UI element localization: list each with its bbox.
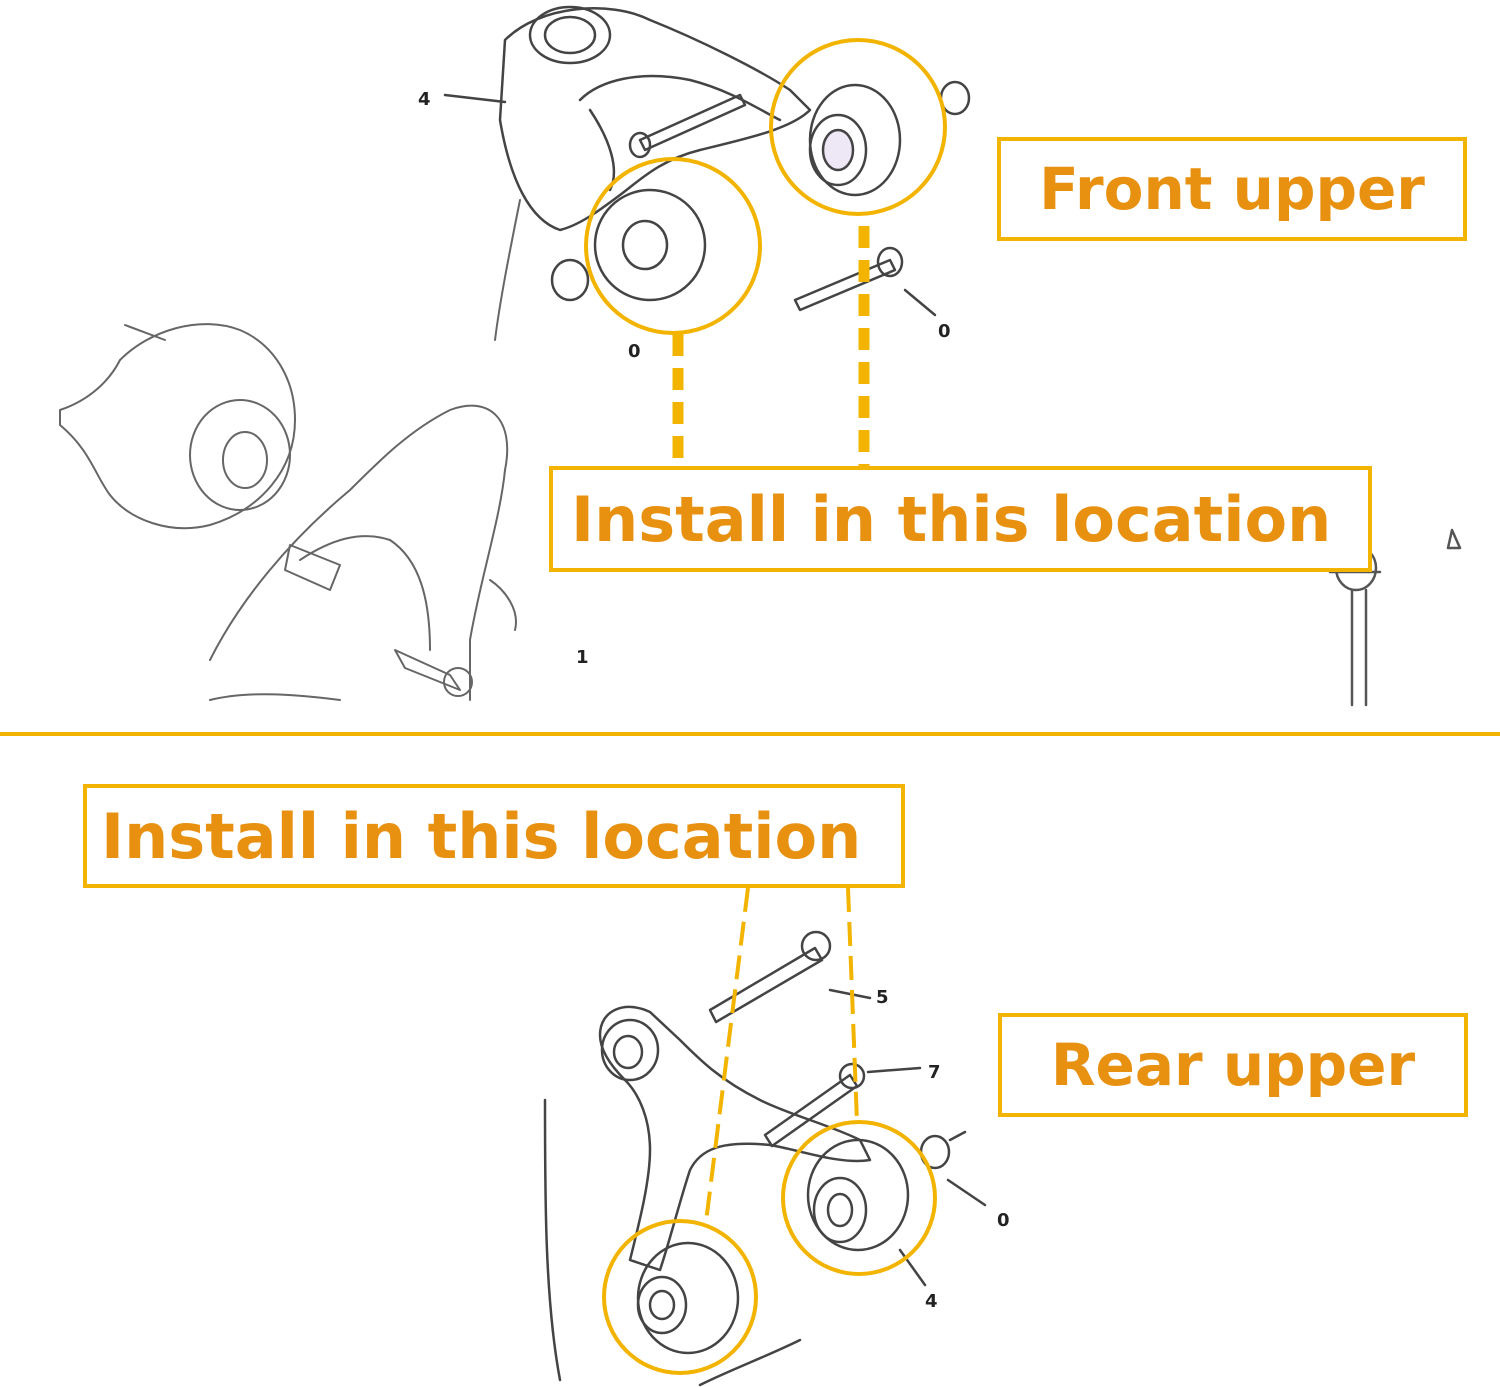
part-numbers: 4 0 0 1 5 7 0 4 xyxy=(418,89,1010,1312)
part-number: 1 xyxy=(576,647,589,668)
part-number: 4 xyxy=(418,89,431,110)
part-number: 0 xyxy=(938,321,951,342)
front-upper-label: Front upper xyxy=(997,137,1467,241)
part-number: 0 xyxy=(628,341,641,362)
part-number: 5 xyxy=(876,987,889,1008)
part-number: 4 xyxy=(925,1291,938,1312)
highlight-circle-rear-left xyxy=(602,1219,758,1375)
install-location-label-top: Install in this location xyxy=(549,466,1372,572)
rear-upper-arm-drawing xyxy=(543,930,987,1387)
highlight-overlays xyxy=(584,38,947,1375)
rear-upper-label: Rear upper xyxy=(998,1013,1468,1117)
highlight-circle-front-left xyxy=(584,157,762,335)
part-number: 0 xyxy=(997,1210,1010,1231)
dashed-connector-rear-right xyxy=(846,887,859,1123)
install-location-label-bottom: Install in this location xyxy=(83,784,905,888)
knuckle-hub-drawing xyxy=(59,199,521,701)
highlight-circle-rear-right xyxy=(781,1120,937,1276)
front-upper-arm-drawing xyxy=(443,5,971,317)
part-number: 7 xyxy=(928,1062,941,1083)
highlight-circle-front-right xyxy=(769,38,947,216)
dashed-connector-rear-left xyxy=(704,887,750,1223)
